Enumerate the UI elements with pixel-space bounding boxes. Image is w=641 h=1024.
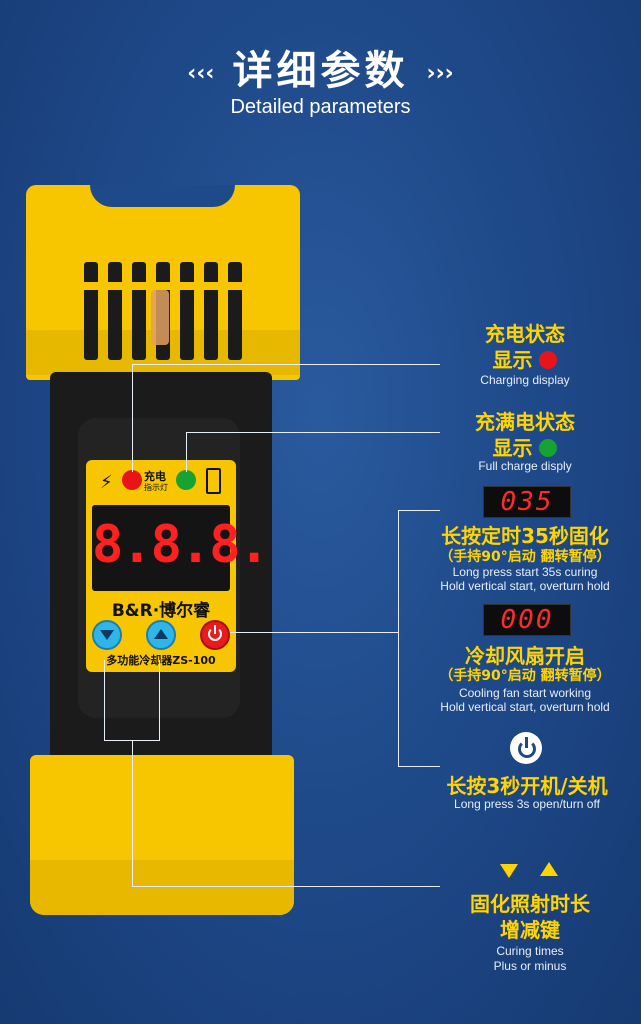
- full-label-en: Full charge disply: [478, 459, 572, 473]
- line-charging-v: [132, 364, 133, 472]
- up-arrow-icon: [540, 862, 558, 876]
- led-label-top: 充电: [144, 470, 166, 483]
- top-notch: [90, 185, 235, 207]
- fan-label-en1: Cooling fan start working: [458, 686, 592, 700]
- line-bracket-bottom: [398, 766, 440, 767]
- fan-label-cn: 冷却风扇开启: [465, 644, 585, 668]
- plus-button[interactable]: [146, 620, 176, 650]
- power-button[interactable]: [200, 620, 230, 650]
- led-label-bottom: 指示灯: [144, 483, 168, 492]
- power-callout-icon: [510, 732, 542, 764]
- line-curing-v: [132, 740, 133, 886]
- fan-display: 000: [483, 604, 571, 636]
- full-label-cn2-wrap: 显示: [440, 432, 610, 461]
- timer-label-en2: Hold vertical start, overturn hold: [440, 579, 610, 593]
- lightning-icon: ⚡: [100, 472, 113, 493]
- bottom-shade: [30, 860, 294, 915]
- line-full-v: [186, 432, 187, 472]
- line-charging-h: [132, 364, 440, 365]
- charging-label-cn1: 充电状态: [485, 322, 565, 346]
- page-title: ‹‹‹ 详细参数 ›››: [0, 38, 641, 96]
- chevron-right-icon: ›››: [426, 60, 454, 86]
- minus-button[interactable]: [92, 620, 122, 650]
- line-display-h: [230, 632, 398, 633]
- line-full-h: [186, 432, 440, 433]
- curing-label-en1: Curing times: [496, 944, 564, 958]
- title-text: 详细参数: [232, 48, 409, 94]
- full-label-cn1: 充满电状态: [475, 410, 575, 434]
- page-subtitle: Detailed parameters: [230, 96, 411, 118]
- full-label-cn2: 显示: [492, 436, 533, 460]
- timer-label-cn-sub: （手持90°启动 翻转暂停）: [439, 549, 611, 565]
- display-digits: 8.8.8.: [92, 515, 270, 575]
- line-bracket-v: [398, 510, 399, 766]
- down-arrow-icon: [500, 864, 518, 878]
- curing-label-cn2: 增减键: [500, 918, 560, 942]
- power-label-en: Long press 3s open/turn off: [454, 797, 600, 811]
- charging-label-cn2: 显示: [492, 348, 533, 372]
- led-indicator-row: ⚡ 充电 指示灯: [92, 466, 230, 500]
- triangle-up-icon: [154, 629, 168, 639]
- power-symbol-icon: [518, 740, 536, 758]
- timer-display: 035: [483, 486, 571, 518]
- power-icon: [208, 627, 222, 641]
- curing-label-en2: Plus or minus: [493, 959, 567, 973]
- charging-label-cn2-wrap: 显示: [440, 344, 610, 373]
- digit-display: 8.8.8.: [92, 505, 270, 591]
- timer-label-en1: Long press start 35s curing: [452, 565, 598, 579]
- model-label: 多功能冷却器ZS-100: [106, 654, 216, 667]
- power-label-cn: 长按3秒开机/关机: [446, 774, 608, 798]
- timer-label-cn: 长按定时35秒固化: [441, 524, 609, 548]
- triangle-down-icon: [100, 630, 114, 640]
- line-bracket-top: [398, 510, 440, 511]
- line-curing-h: [132, 886, 440, 887]
- line-minus-v: [104, 660, 105, 740]
- vent-grille: [84, 262, 244, 360]
- red-led: [122, 470, 142, 490]
- fan-label-cn-sub: （手持90°启动 翻转暂停）: [439, 668, 611, 684]
- green-dot-icon: [539, 439, 558, 457]
- brand-label: B&R·博尔睿: [111, 601, 211, 621]
- battery-icon: [206, 468, 221, 494]
- charging-label-en: Charging display: [480, 373, 570, 387]
- chevron-left-icon: ‹‹‹: [187, 60, 215, 86]
- green-led: [176, 470, 196, 490]
- curing-label-cn1: 固化照射时长: [470, 892, 590, 916]
- red-dot-icon: [539, 351, 558, 369]
- line-plus-v: [159, 660, 160, 740]
- fan-label-en2: Hold vertical start, overturn hold: [440, 700, 610, 714]
